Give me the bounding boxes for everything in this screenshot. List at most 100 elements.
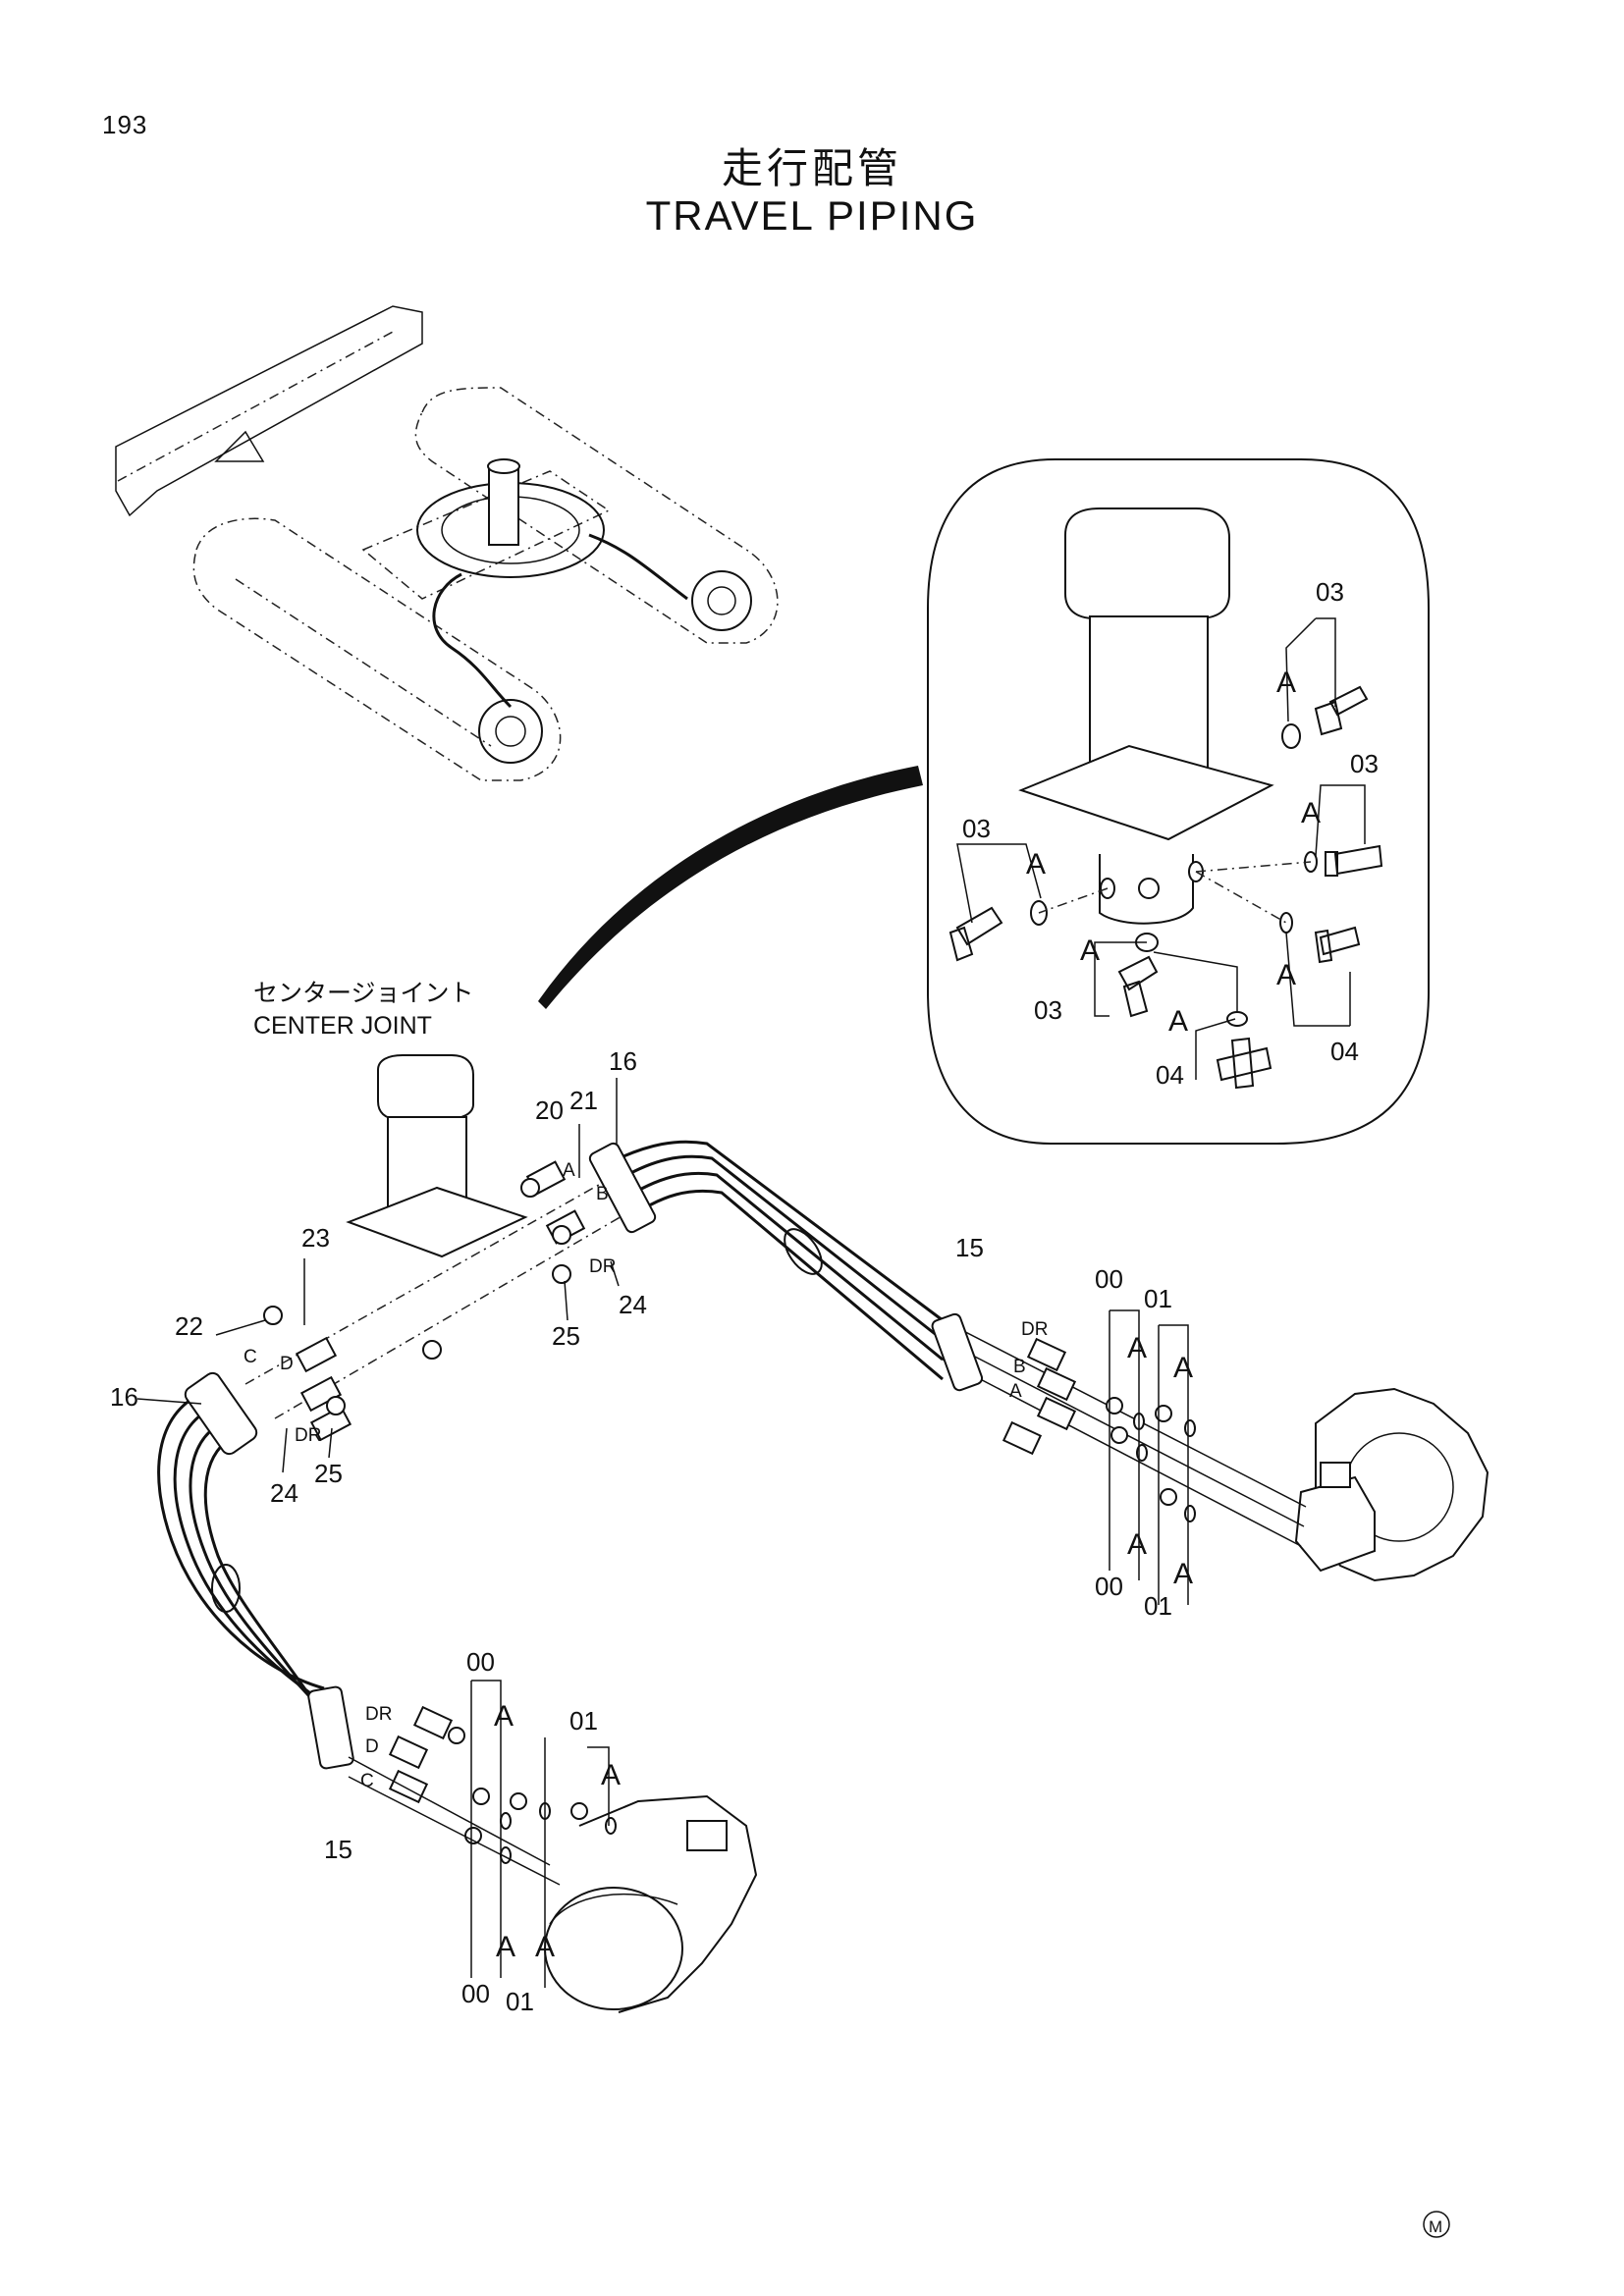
hose-left-3 [189, 1421, 336, 1725]
lm-label-01-top: 01 [569, 1706, 598, 1735]
label-03-right: 03 [1350, 749, 1379, 778]
lm-adapter-00b [464, 1827, 482, 1844]
rm-leader-lines [1109, 1309, 1189, 1605]
lm-label-C: C [360, 1771, 374, 1791]
label-20: 20 [535, 1095, 564, 1125]
leader-04b [1195, 1018, 1236, 1080]
left-motor-cap [686, 1820, 728, 1851]
rm-label-A-1: A [1127, 1332, 1147, 1364]
rm-label-00-top: 00 [1095, 1264, 1123, 1294]
undercarriage-overview [115, 305, 779, 781]
elbow-fitting-03-right [1325, 844, 1383, 877]
rm-label-01-bottom: 01 [1144, 1591, 1172, 1621]
leader-04a [1285, 932, 1351, 1027]
hose-fitting-23 [295, 1336, 338, 1373]
hose-left-2 [173, 1407, 330, 1708]
hose-upper-1 [608, 1140, 944, 1322]
label-A-1: A [1276, 667, 1296, 699]
adapter-20 [520, 1178, 540, 1198]
rm-adapter-01b [1160, 1488, 1177, 1506]
label-C-main: C [244, 1347, 257, 1367]
elbow-fitting-04-right [1314, 926, 1361, 964]
lm-oring-1 [500, 1812, 512, 1830]
page-number: 193 [102, 110, 148, 139]
rm-label-DR: DR [1021, 1319, 1048, 1340]
rm-label-15: 15 [955, 1233, 984, 1262]
leader-04c [1153, 951, 1238, 1011]
lm-label-DR: DR [365, 1704, 392, 1725]
cj-cap [1064, 507, 1230, 619]
track-frame-front [192, 517, 562, 781]
label-25-left: 25 [314, 1459, 343, 1488]
hose-left-1 [157, 1392, 325, 1690]
left-sprocket [578, 1794, 758, 2013]
hose-fitting-24b [299, 1375, 343, 1413]
left-motor-label-group: 15 DR D C 00 01 A A A A 00 01 [324, 1647, 621, 2016]
label-A-4: A [1080, 934, 1100, 967]
detail-balloon [538, 458, 1430, 1145]
label-D-main: D [280, 1354, 294, 1374]
left-travel-motor [307, 1680, 758, 2013]
label-A-2: A [1301, 797, 1321, 829]
rm-adapter-00b [1110, 1426, 1128, 1444]
elbow-fitting-03-left [948, 906, 1003, 962]
adapter-tee [422, 1340, 442, 1360]
leader-03d [1094, 941, 1147, 1017]
lm-label-D: D [365, 1736, 379, 1757]
label-25-top: 25 [552, 1321, 580, 1351]
rm-adapter-00a [1106, 1397, 1123, 1415]
detail-centerlines [1038, 861, 1312, 924]
rm-oring-3 [1184, 1419, 1196, 1437]
label-16-left: 16 [110, 1382, 138, 1412]
lm-pipe-lines [348, 1756, 561, 1886]
right-motor-cap [1320, 1462, 1351, 1488]
lm-fitting-dr [412, 1705, 454, 1740]
label-03-top: 03 [1316, 577, 1344, 607]
track-frame-rear [414, 387, 779, 644]
center-joint-small [488, 465, 519, 546]
corner-mark: M [1423, 2211, 1450, 2238]
label-A-3: A [1026, 848, 1046, 881]
lm-label-00-top: 00 [466, 1647, 495, 1677]
left-motor-drum-edge [549, 1893, 678, 1925]
lm-label-15: 15 [324, 1835, 352, 1864]
clamp-15-left [307, 1685, 354, 1770]
hose-upper-3 [618, 1171, 944, 1362]
rm-fitting-a [1036, 1396, 1077, 1431]
elbow-fitting-03-top [1314, 685, 1369, 736]
lm-label-A-4: A [535, 1931, 555, 1963]
leader-03b [1315, 784, 1366, 857]
adapter-25a [552, 1264, 571, 1284]
lm-adapter-01b [570, 1802, 588, 1820]
tee-fitting-04 [1216, 1037, 1272, 1090]
rm-label-A: A [1009, 1381, 1022, 1402]
lm-fitting-d [388, 1735, 429, 1770]
front-sprocket [478, 699, 543, 764]
lm-label-A-1: A [494, 1700, 514, 1733]
center-joint-top [487, 458, 520, 474]
overview-hose-a [432, 572, 513, 709]
o-ring-1 [1281, 723, 1301, 749]
clamp-15-right [931, 1312, 984, 1392]
label-A-6: A [1168, 1005, 1188, 1038]
rm-label-00-bottom: 00 [1095, 1572, 1123, 1601]
main-cj-flange [346, 1186, 528, 1258]
detail-label-group: 03 03 03 03 04 04 A A A A A A [962, 577, 1379, 1090]
lm-label-A-2: A [601, 1759, 621, 1791]
label-16-top: 16 [609, 1046, 637, 1076]
left-motor-drum [544, 1887, 683, 2010]
front-sprocket-hub [495, 716, 526, 747]
right-motor-body [1294, 1475, 1376, 1573]
blade-outline [115, 305, 423, 517]
cj-flange [1018, 744, 1274, 841]
lm-adapter-1 [448, 1727, 465, 1744]
hose-band-mid [784, 1228, 823, 1275]
label-A-5: A [1276, 959, 1296, 991]
rear-sprocket [691, 570, 752, 631]
right-travel-motor [931, 1309, 1489, 1605]
rm-fitting-dr [1026, 1337, 1067, 1372]
o-ring-6 [1226, 1011, 1248, 1027]
rm-fitting-lower [1001, 1420, 1043, 1456]
rm-label-A-2: A [1173, 1352, 1193, 1384]
